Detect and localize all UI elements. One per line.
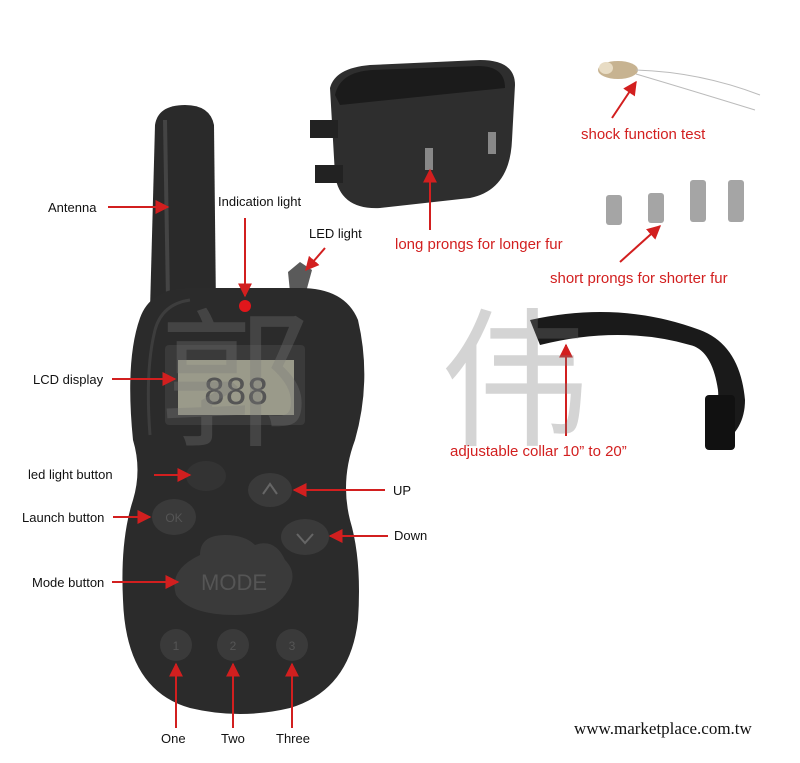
label-led-light: LED light [309, 226, 362, 241]
label-up: UP [393, 483, 412, 498]
watermark-char-2: 伟 [440, 296, 591, 470]
button-three[interactable] [276, 629, 308, 661]
label-two: Two [221, 731, 245, 746]
led-light-button[interactable] [186, 461, 226, 491]
ok-button-label: OK [165, 511, 182, 525]
label-down: Down [394, 528, 428, 543]
callout-short-prongs: short prongs for shorter fur [550, 270, 728, 287]
label-lcd-display: LCD display [33, 372, 104, 387]
launch-ok-button[interactable] [152, 499, 196, 535]
label-mode-button: Mode button [32, 575, 105, 590]
up-button[interactable] [248, 473, 292, 507]
led-light-arrow [305, 247, 326, 272]
button-two-label: 2 [230, 639, 237, 653]
button-two[interactable] [217, 629, 249, 661]
indication-light-dot [239, 300, 251, 312]
button-one[interactable] [160, 629, 192, 661]
receiver-box [310, 60, 515, 209]
label-antenna: Antenna [48, 200, 97, 215]
prong-left [425, 148, 433, 170]
website-url: www.marketplace.com.tw [574, 719, 752, 738]
down-button[interactable] [281, 519, 329, 555]
prong-right [488, 132, 496, 154]
lcd-screen [178, 360, 294, 415]
callout-shock-test: shock function test [581, 126, 706, 143]
prong-pieces [606, 180, 744, 225]
shock-test-arrow [611, 80, 637, 119]
mode-button-label: MODE [201, 570, 267, 595]
label-indication-light: Indication light [218, 194, 302, 209]
shock-test-bulb [598, 61, 761, 111]
callout-collar: adjustable collar 10” to 20” [450, 443, 627, 460]
lcd-digits: 888 [203, 372, 268, 413]
collar-strap [530, 312, 745, 450]
label-led-light-button: led light button [28, 467, 113, 482]
label-three: Three [276, 731, 310, 746]
down-arrow-icon [296, 533, 314, 545]
watermark-char-1: 郭 [160, 296, 311, 470]
remote-rim [146, 298, 191, 436]
label-launch-button: Launch button [22, 510, 105, 525]
up-arrow-icon [262, 482, 278, 495]
callout-long-prongs: long prongs for longer fur [395, 236, 563, 253]
button-three-label: 3 [289, 639, 296, 653]
button-one-label: 1 [173, 639, 180, 653]
label-one: One [161, 731, 186, 746]
mode-button[interactable] [174, 535, 293, 615]
short-prongs-arrow [619, 225, 662, 263]
